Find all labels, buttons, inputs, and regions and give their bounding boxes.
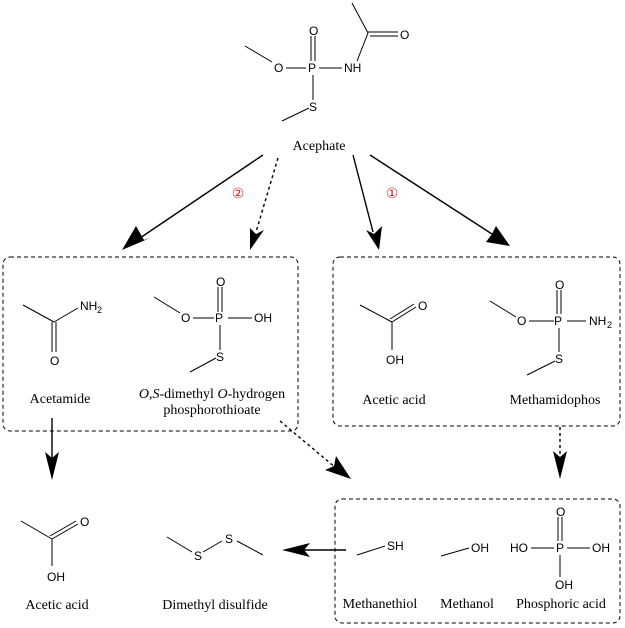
atom-label: S [216,350,224,364]
atom-label: P [554,314,562,328]
phosphoric-acid-structure: HO P OH OH O [510,505,610,592]
arrow-methanethiol-to-dimethyl-disulfide [282,543,346,557]
atom-label: NH [589,314,606,328]
atom-label: O [50,354,59,368]
product-group-box-path2 [2,256,299,432]
atom-label: OH [471,541,489,555]
bond [281,107,310,122]
compound-name-acetic-acid-2: Acetic acid [25,598,88,613]
compound-name-methamidophos: Methamidophos [510,393,601,408]
atom-label: O [517,314,526,328]
atom-label: O [556,505,565,519]
bond [356,32,369,62]
atom-subscript: 2 [97,305,102,315]
atom-label: O [400,28,409,42]
compound-name-phosphoric-acid: Phosphoric acid [516,597,606,612]
arrow-acetamide-to-acetic-acid [45,418,59,480]
acetic-acid-structure-2: O OH [20,515,89,584]
atom-subscript: 2 [607,320,612,330]
compound-name-acetamide: Acetamide [30,392,91,407]
atom-label: O [309,24,318,38]
compound-name-phosphorothioate-line2: phosphorothioate [163,403,260,418]
atom-label: O [555,278,564,292]
atom-label: O [80,515,89,529]
pathway-marker-1: ① [386,186,399,202]
product-group-box-final [334,498,621,624]
atom-label: O [216,275,225,289]
compound-name-dimethyl-disulfide: Dimethyl disulfide [162,598,267,613]
atom-label: S [225,532,233,546]
dimethyl-disulfide-structure: S S [166,532,264,563]
atom-label: O [181,311,190,325]
methanethiol-structure: SH [356,539,404,556]
compound-name-phosphorothioate-line1: O,S-dimethyl O-hydrogen [139,387,285,402]
arrow-acephate-to-phosphorothioate [250,157,279,250]
atom-label: OH [386,353,404,367]
acetamide-structure: NH 2 O [22,299,102,368]
atom-label: OH [47,570,65,584]
atom-label: O [274,61,283,75]
arrow-acephate-to-methamidophos [369,154,510,246]
atom-label: O [418,299,427,313]
atom-label: OH [592,541,610,555]
atom-label: SH [387,539,404,553]
methamidophos-structure: O P NH 2 O S [489,278,612,376]
compound-name-acephate: Acephate [293,139,346,154]
compound-name-methanethiol: Methanethiol [343,597,418,612]
atom-label: P [215,311,223,325]
atom-label: S [194,549,202,563]
atom-label: S [555,352,563,366]
acetic-acid-structure-1: O OH [359,299,427,367]
arrow-methamidophos-to-final-products [553,427,567,479]
pathway-marker-2: ② [232,186,245,202]
arrow-acephate-to-acetic-acid [352,154,382,250]
arrow-phosphorothioate-to-final-products [279,420,351,479]
atom-label: P [556,541,564,555]
acephate-structure: O P O NH S O [244,2,409,122]
atom-label: NH [344,61,361,75]
arrow-acephate-to-acetamide [122,154,264,250]
product-group-box-path1 [332,256,621,427]
atom-label: HO [510,541,528,555]
compound-name-acetic-acid-1: Acetic acid [362,393,425,408]
atom-label: OH [254,311,272,325]
atom-label: OH [555,578,573,592]
bond [351,2,369,34]
atom-label: NH [80,299,97,313]
bond [244,45,273,63]
compound-name-methanol: Methanol [440,597,494,612]
atom-label: S [309,100,317,114]
phosphorothioate-structure: O P OH O S [153,275,272,373]
atom-label: P [308,61,316,75]
methanol-structure: OH [440,541,489,557]
